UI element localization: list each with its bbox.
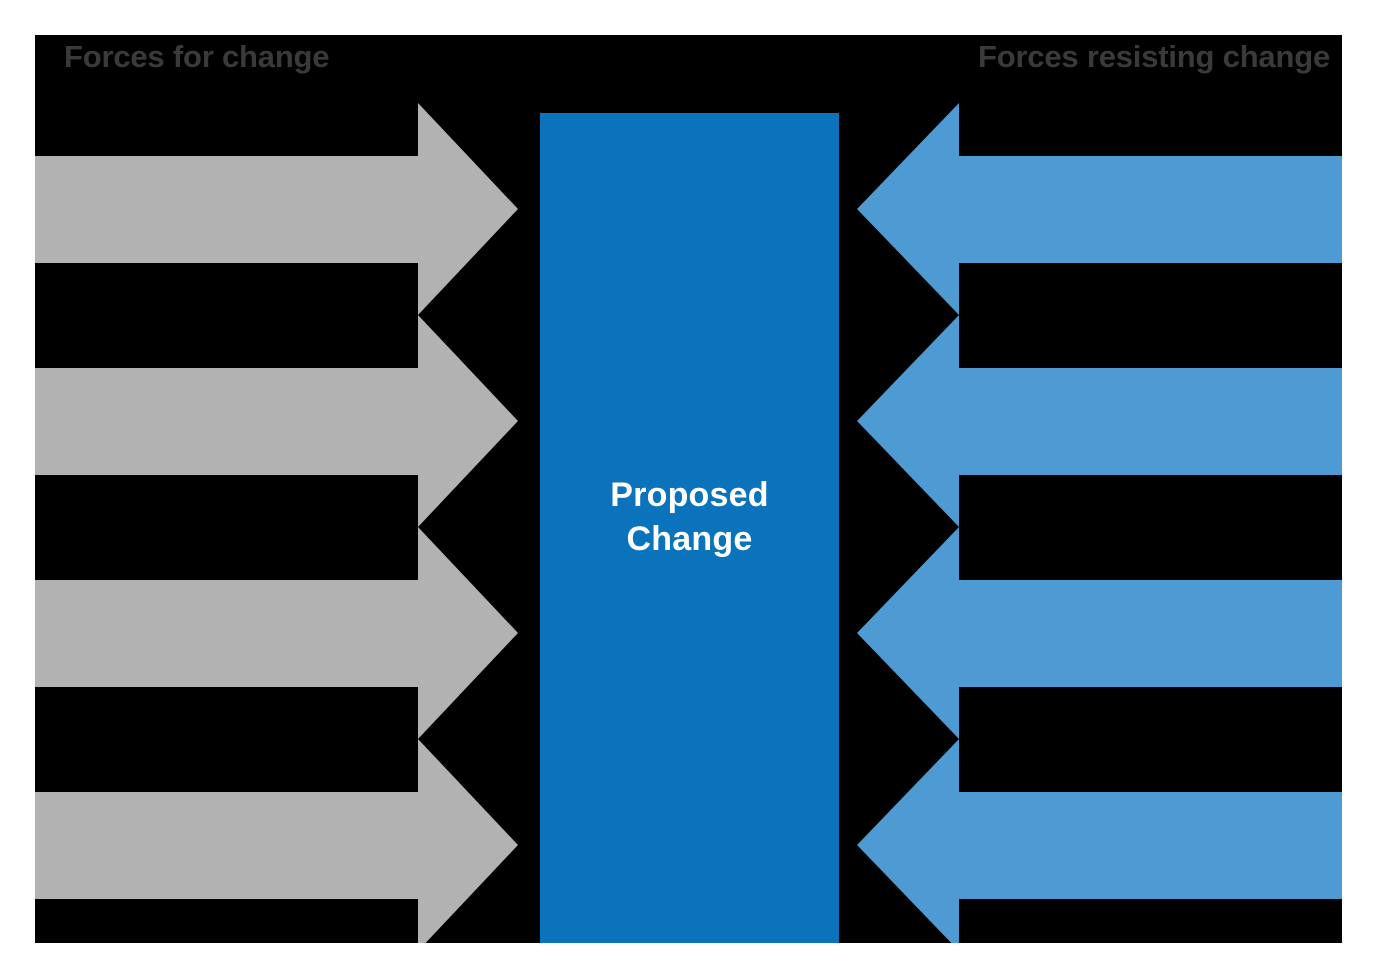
right-arrow-4 [857, 739, 1342, 951]
right-arrow-group [857, 103, 1342, 951]
right-arrow-3 [857, 527, 1342, 739]
proposed-change-label: Proposed Change [610, 474, 768, 581]
left-arrow-2 [35, 315, 518, 527]
proposed-change-label-line1: Proposed [610, 476, 769, 515]
left-arrow-group [35, 103, 518, 951]
left-arrow-1 [35, 103, 518, 315]
right-arrow-1 [857, 103, 1342, 315]
left-arrow-4 [35, 739, 518, 951]
heading-forces-for-change: Forces for change [64, 39, 330, 74]
right-arrow-2 [857, 315, 1342, 527]
heading-forces-resisting-change: Forces resisting change [977, 39, 1330, 74]
proposed-change-label-line2: Change [626, 520, 753, 558]
proposed-change-block: Proposed Change [540, 113, 839, 943]
left-arrow-3 [35, 527, 518, 739]
